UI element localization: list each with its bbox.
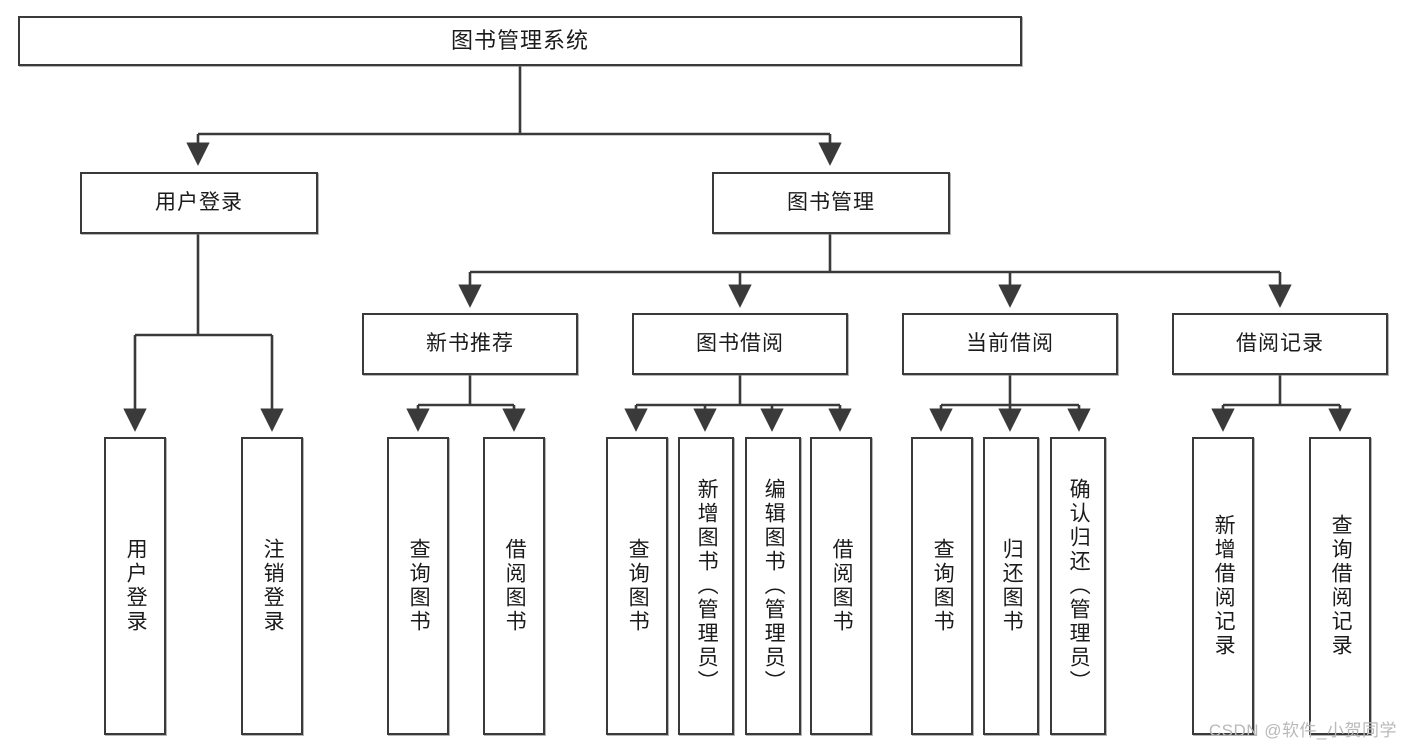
leaf-borrow-record-add-record[interactable]: 新增借阅记录	[1192, 437, 1254, 735]
node-book-management[interactable]: 图书管理	[712, 172, 950, 234]
node-label: 用户登录	[155, 191, 243, 215]
node-label: 新书推荐	[426, 332, 514, 356]
node-label: 查询图书	[407, 538, 431, 634]
leaf-current-borrow-confirm-return-admin[interactable]: 确认归还（管理员）	[1050, 437, 1106, 735]
leaf-new-book-borrow-book[interactable]: 借阅图书	[483, 437, 545, 735]
node-label: 图书管理	[787, 191, 875, 215]
node-book-borrow[interactable]: 图书借阅	[632, 313, 848, 375]
leaf-book-borrow-add-book-admin[interactable]: 新增图书（管理员）	[678, 437, 734, 735]
leaf-book-borrow-borrow-book[interactable]: 借阅图书	[810, 437, 872, 735]
leaf-user-login-logout[interactable]: 注销登录	[241, 437, 303, 735]
node-label: 查询图书	[931, 538, 955, 634]
leaf-borrow-record-query-record[interactable]: 查询借阅记录	[1309, 437, 1371, 735]
node-label: 查询借阅记录	[1329, 514, 1353, 658]
node-label: 图书管理系统	[450, 27, 589, 53]
node-user-login[interactable]: 用户登录	[80, 172, 318, 234]
leaf-book-borrow-query-book[interactable]: 查询图书	[606, 437, 668, 735]
node-label: 当前借阅	[966, 332, 1054, 356]
node-label: 图书借阅	[696, 332, 784, 356]
leaf-new-book-query-book[interactable]: 查询图书	[387, 437, 449, 735]
node-label: 确认归还（管理员）	[1067, 478, 1091, 694]
node-current-borrow[interactable]: 当前借阅	[902, 313, 1118, 375]
node-label: 注销登录	[261, 538, 285, 634]
node-label: 借阅图书	[503, 538, 527, 634]
node-label: 借阅图书	[830, 538, 854, 634]
node-new-book-recommend[interactable]: 新书推荐	[362, 313, 578, 375]
node-label: 用户登录	[124, 538, 148, 634]
node-label: 查询图书	[626, 538, 650, 634]
leaf-current-borrow-query-book[interactable]: 查询图书	[911, 437, 973, 735]
node-label: 归还图书	[1000, 538, 1024, 634]
leaf-book-borrow-edit-book-admin[interactable]: 编辑图书（管理员）	[745, 437, 801, 735]
leaf-user-login-login[interactable]: 用户登录	[104, 437, 166, 735]
node-root-book-management-system[interactable]: 图书管理系统	[18, 16, 1022, 66]
node-label: 借阅记录	[1236, 332, 1324, 356]
node-label: 新增借阅记录	[1212, 514, 1236, 658]
leaf-current-borrow-return-book[interactable]: 归还图书	[983, 437, 1039, 735]
node-label: 编辑图书（管理员）	[762, 478, 786, 694]
node-borrow-record[interactable]: 借阅记录	[1172, 313, 1388, 375]
watermark: CSDN @软件_小贺同学	[1208, 721, 1397, 740]
node-label: 新增图书（管理员）	[695, 478, 719, 694]
